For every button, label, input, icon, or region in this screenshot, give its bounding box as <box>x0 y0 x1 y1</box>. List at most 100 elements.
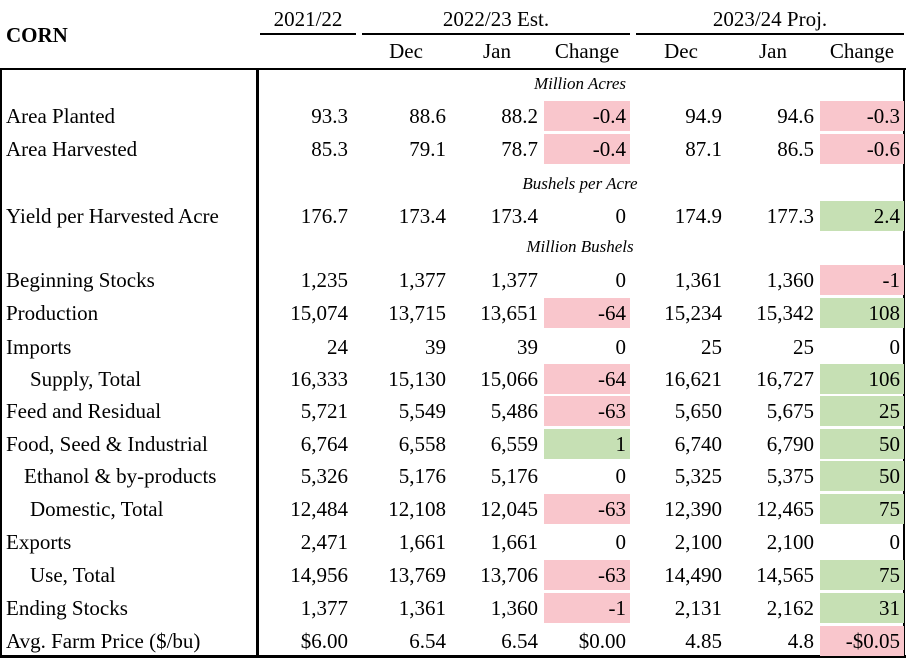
subheader-change-2022: Change <box>554 39 620 63</box>
value-cell: $6.00 <box>300 629 348 653</box>
rule-right-border <box>903 68 905 658</box>
value-cell: 173.4 <box>490 204 538 228</box>
value-cell: 25 <box>793 335 814 359</box>
value-cell: 6,764 <box>300 432 348 456</box>
value-cell: 14,490 <box>664 563 722 587</box>
rule-under-2021-22 <box>260 33 356 35</box>
value-cell: 15,066 <box>480 367 538 391</box>
rule-under-2023-24 <box>636 33 904 35</box>
subheader-dec-2022: Dec <box>389 39 423 63</box>
value-cell: 2,131 <box>674 596 722 620</box>
value-cell: 5,176 <box>490 464 538 488</box>
change-cell: 0 <box>615 464 627 488</box>
value-cell: 39 <box>425 335 446 359</box>
value-cell: 174.9 <box>674 204 722 228</box>
row-label: Food, Seed & Industrial <box>6 432 208 456</box>
change-cell: -0.4 <box>544 134 630 164</box>
value-cell: 5,375 <box>766 464 814 488</box>
value-cell: 2,100 <box>766 530 814 554</box>
unit-label-million-bushels: Million Bushels <box>526 237 634 256</box>
value-cell: 15,074 <box>290 301 348 325</box>
value-cell: 86.5 <box>777 137 814 161</box>
change-cell: 108 <box>820 298 904 328</box>
change-cell: 75 <box>820 494 904 524</box>
header-year-2022-23: 2022/23 Est. <box>442 7 550 31</box>
value-cell: 79.1 <box>409 137 446 161</box>
rule-label-column <box>256 68 259 657</box>
value-cell: 6.54 <box>409 629 446 653</box>
value-cell: 1,235 <box>300 268 348 292</box>
change-cell: -63 <box>544 494 630 524</box>
change-cell: 0 <box>615 530 627 554</box>
row-label: Domestic, Total <box>30 497 164 521</box>
value-cell: 93.3 <box>311 104 348 128</box>
change-cell: 0 <box>615 204 627 228</box>
row-label: Production <box>6 301 99 325</box>
row-label: Ethanol & by-products <box>24 464 217 488</box>
value-cell: 13,769 <box>388 563 446 587</box>
change-cell: $0.00 <box>578 629 626 653</box>
change-cell: -0.6 <box>820 134 904 164</box>
value-cell: 1,361 <box>674 268 722 292</box>
row-label: Beginning Stocks <box>6 268 155 292</box>
rule-under-2022-23 <box>362 33 630 35</box>
value-cell: 177.3 <box>766 204 814 228</box>
rule-header-bottom <box>0 68 906 70</box>
value-cell: 5,675 <box>766 399 814 423</box>
rule-table-bottom <box>0 655 906 658</box>
row-label: Area Planted <box>6 104 116 128</box>
value-cell: 2,100 <box>674 530 722 554</box>
value-cell: 5,721 <box>300 399 348 423</box>
value-cell: 1,661 <box>398 530 446 554</box>
row-label: Exports <box>6 530 72 554</box>
change-cell: 50 <box>820 461 904 491</box>
value-cell: 15,342 <box>756 301 814 325</box>
value-cell: 39 <box>517 335 538 359</box>
change-cell: 0 <box>889 335 901 359</box>
change-cell: -63 <box>544 396 630 426</box>
row-label: Supply, Total <box>30 367 142 391</box>
value-cell: 24 <box>327 335 348 359</box>
value-cell: 6,740 <box>674 432 722 456</box>
change-cell: 31 <box>820 593 904 623</box>
value-cell: 13,715 <box>388 301 446 325</box>
change-cell: -63 <box>544 560 630 590</box>
value-cell: 13,651 <box>480 301 538 325</box>
change-cell: 106 <box>820 364 904 394</box>
value-cell: 78.7 <box>501 137 538 161</box>
value-cell: 5,176 <box>398 464 446 488</box>
change-cell: 0 <box>615 335 627 359</box>
value-cell: 16,621 <box>664 367 722 391</box>
value-cell: 5,650 <box>674 399 722 423</box>
value-cell: 5,326 <box>300 464 348 488</box>
change-cell: 75 <box>820 560 904 590</box>
value-cell: 88.2 <box>501 104 538 128</box>
change-cell: 25 <box>820 396 904 426</box>
value-cell: 12,045 <box>480 497 538 521</box>
unit-label-million-acres: Million Acres <box>533 74 627 93</box>
change-cell: 50 <box>820 429 904 459</box>
value-cell: 5,486 <box>490 399 538 423</box>
value-cell: 1,377 <box>490 268 538 292</box>
value-cell: 14,956 <box>290 563 348 587</box>
rule-left-border <box>0 68 2 658</box>
header-year-2021-22: 2021/22 <box>273 7 343 31</box>
value-cell: 12,465 <box>756 497 814 521</box>
change-cell: -1 <box>544 593 630 623</box>
change-cell: 2.4 <box>820 201 904 231</box>
value-cell: 5,325 <box>674 464 722 488</box>
value-cell: 13,706 <box>480 563 538 587</box>
value-cell: 1,360 <box>490 596 538 620</box>
unit-label-bushels-per-acre: Bushels per Acre <box>522 174 638 193</box>
value-cell: 6,558 <box>398 432 446 456</box>
subheader-dec-2023: Dec <box>664 39 698 63</box>
value-cell: 4.85 <box>685 629 722 653</box>
change-cell: 0 <box>615 268 627 292</box>
value-cell: 2,471 <box>300 530 348 554</box>
header-year-2023-24: 2023/24 Proj. <box>712 7 828 31</box>
value-cell: 6,559 <box>490 432 538 456</box>
value-cell: 12,484 <box>290 497 348 521</box>
value-cell: 1,377 <box>300 596 348 620</box>
change-cell: -64 <box>544 364 630 394</box>
